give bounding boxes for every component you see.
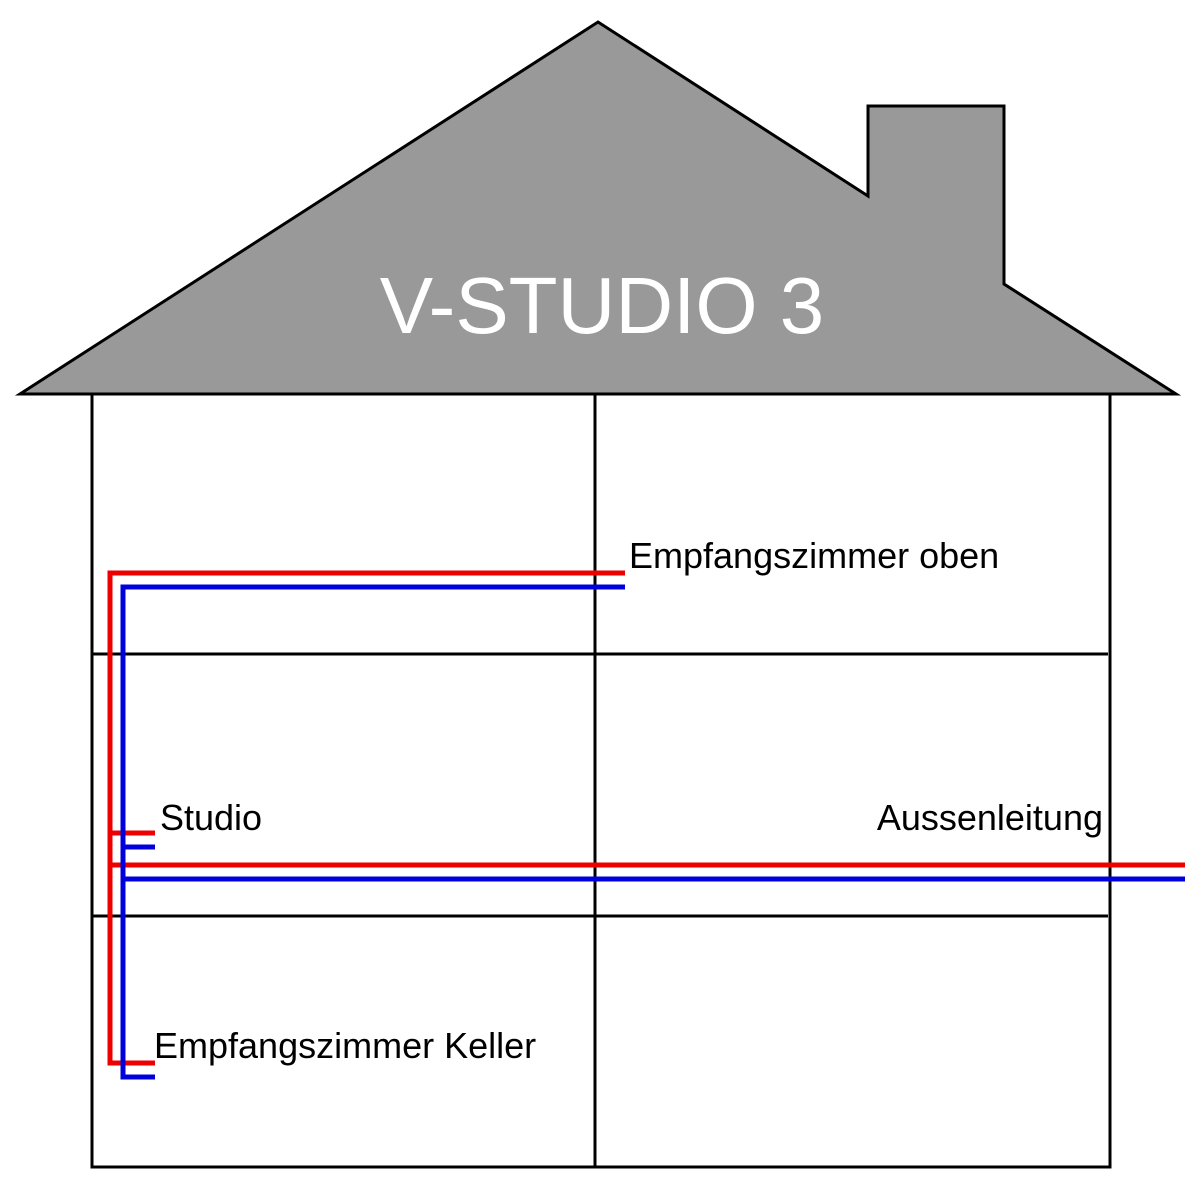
label-studio: Studio	[160, 797, 262, 838]
label-upper-reception: Empfangszimmer oben	[629, 535, 999, 576]
roof	[14, 20, 1182, 396]
label-outside-line: Aussenleitung	[877, 797, 1103, 838]
house-title: V-STUDIO 3	[380, 261, 825, 350]
red-cable-upper-run	[107, 570, 625, 1066]
red-cable	[107, 570, 1185, 1066]
blue-cable-upper-run	[120, 584, 625, 1080]
blue-cable	[120, 584, 1185, 1080]
label-basement-reception: Empfangszimmer Keller	[154, 1025, 536, 1066]
house-body	[90, 392, 1112, 1169]
